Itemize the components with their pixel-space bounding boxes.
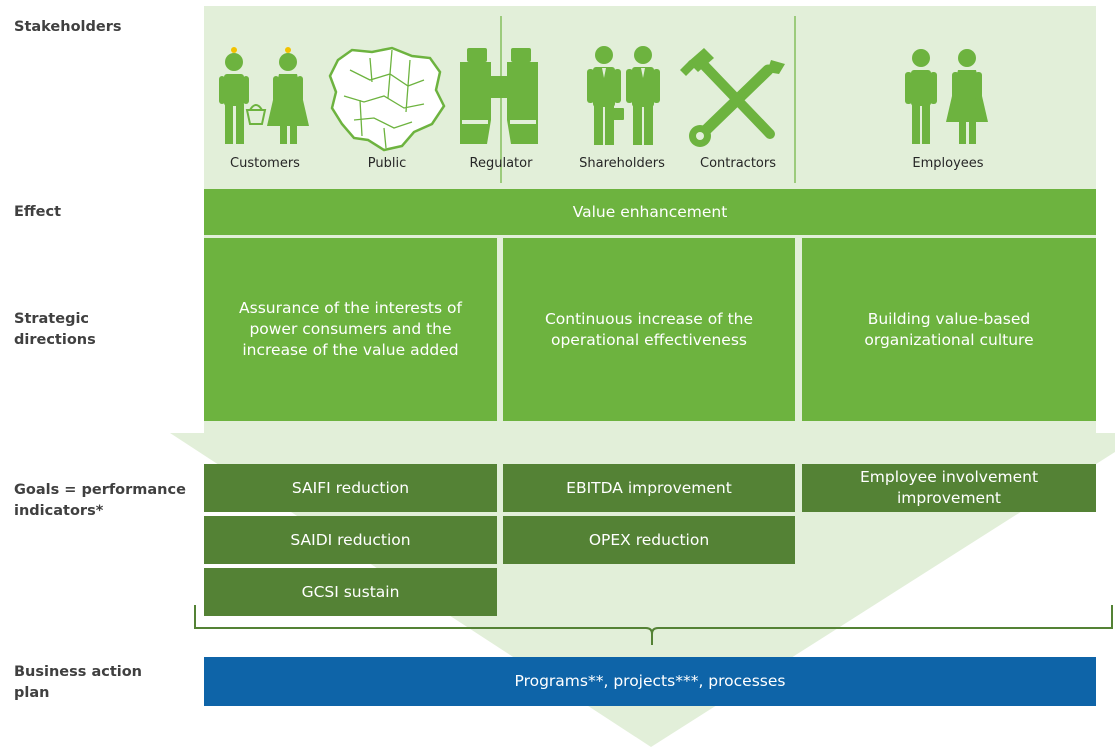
stakeholder-customers: Customers [230,156,300,171]
goal-saifi: SAIFI reduction [204,464,497,512]
goal-ebitda: EBITDA improvement [503,464,795,512]
stakeholder-employees: Employees [912,156,984,171]
lithuania-map-icon [328,46,446,152]
goal-gcsi: GCSI sustain [204,568,497,616]
goal-opex: OPEX reduction [503,516,795,564]
stakeholder-regulator: Regulator [469,156,533,171]
row-label-effect: Effect [14,204,62,220]
customers-icon [219,47,309,144]
binoculars-icon [460,48,538,144]
row-label-stakeholders: Stakeholders [14,19,122,35]
tools-icon [680,48,785,147]
effect-box: Value enhancement [204,189,1096,235]
goals-bracket [194,605,1113,645]
business-action-plan-box: Programs**, projects***, processes [204,657,1096,706]
employees-icon [905,49,988,144]
stakeholder-shareholders: Shareholders [579,156,665,171]
stakeholder-public: Public [367,156,407,171]
goal-saidi: SAIDI reduction [204,516,497,564]
stakeholder-contractors: Contractors [700,156,776,171]
shareholders-icon [587,46,660,145]
